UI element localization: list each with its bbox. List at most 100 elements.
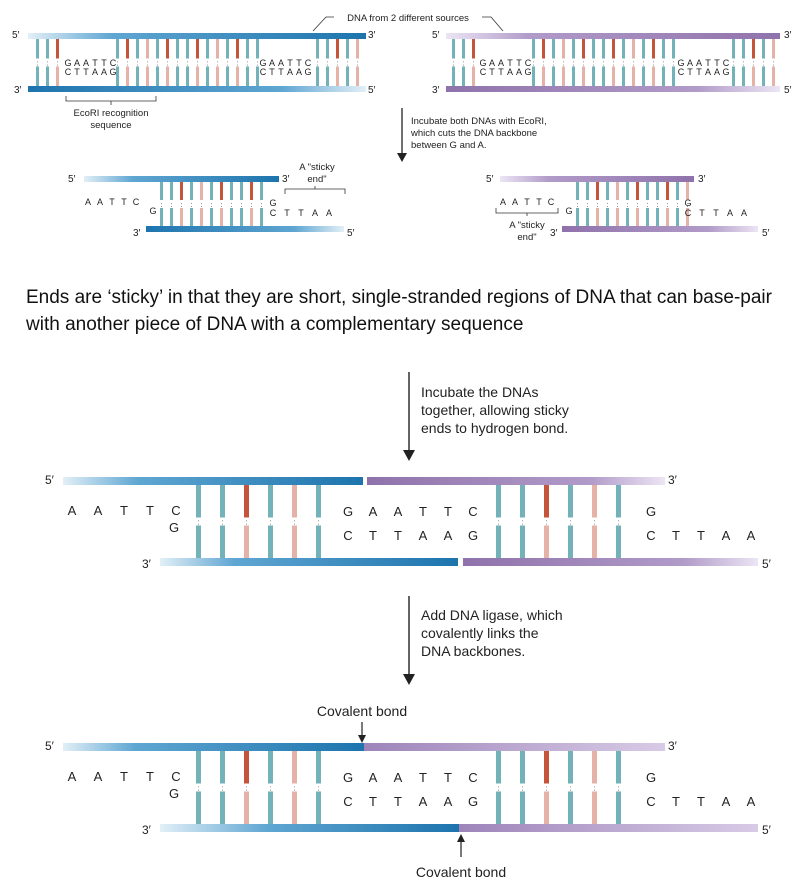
base-rung (246, 39, 249, 59)
ecori-base-bottom: T (74, 67, 80, 77)
base-rung (542, 39, 545, 59)
base-rung (336, 39, 339, 59)
three-prime-label: 3′ (668, 739, 678, 753)
hydrogen-bond-dots: : (181, 202, 183, 209)
base-rung (166, 66, 169, 86)
base-rung (772, 66, 775, 86)
hydrogen-bond-dots: : (246, 786, 248, 793)
top-strand-blue (63, 477, 363, 485)
base-rung (532, 39, 535, 59)
base-rung (160, 182, 163, 200)
hydrogen-bond-dots: : (473, 61, 475, 68)
base-rung (240, 182, 243, 200)
base-rung (166, 39, 169, 59)
hydrogen-bond-dots: : (318, 520, 320, 527)
hydrogen-bond-dots: : (222, 520, 224, 527)
hydrogen-bond-dots: : (127, 61, 129, 68)
base-rung (176, 66, 179, 86)
top-strand (84, 176, 279, 182)
ecori-base-top: C (468, 770, 477, 785)
hydrogen-bond-dots: : (633, 61, 635, 68)
ecori-base-top: T (714, 58, 720, 68)
three-prime-label: 3′ (142, 823, 152, 837)
recognition-label: EcoRI recognition (74, 108, 149, 119)
sticky-base-top: A (68, 769, 77, 784)
hydrogen-bond-dots: : (167, 61, 169, 68)
hydrogen-bond-dots: : (221, 202, 223, 209)
ecori-base-bottom: T (687, 67, 693, 77)
hydrogen-bond-dots: : (217, 61, 219, 68)
hydrogen-bond-dots: : (546, 520, 548, 527)
base-rung (632, 39, 635, 59)
hydrogen-bond-dots: : (257, 61, 259, 68)
ecori-base-bottom: G (304, 67, 311, 77)
step1-text: which cuts the DNA backbone (410, 128, 537, 139)
hydrogen-bond-dots: : (594, 520, 596, 527)
g-base: G (646, 770, 656, 785)
ecori-base-top: T (507, 58, 513, 68)
sticky-base-bottom: A (747, 794, 756, 809)
base-rung (244, 485, 249, 518)
ecori-base-bottom: C (480, 67, 487, 77)
base-rung (316, 791, 321, 824)
hydrogen-bond-dots: : (261, 202, 263, 209)
sticky-base-bottom: A (722, 794, 731, 809)
hydrogen-bond-dots: : (563, 61, 565, 68)
hydrogen-bond-dots: : (463, 61, 465, 68)
hydrogen-bond-dots: : (677, 202, 679, 209)
base-rung (200, 208, 203, 226)
base-rung (568, 485, 573, 518)
base-rung (742, 39, 745, 59)
bracket-icon (65, 96, 157, 105)
base-rung (336, 66, 339, 86)
ecori-base-bottom: G (109, 67, 116, 77)
dna-source-blue: 5′ 3′ 3′ 5′ (12, 30, 376, 96)
ecori-base-top: G (479, 58, 486, 68)
ecori-base-top: A (74, 58, 80, 68)
top-strand (500, 176, 694, 182)
base-rung (170, 208, 173, 226)
sticky-base-bottom: C (270, 208, 277, 218)
covalent-bond-label-top: Covalent bond (317, 703, 407, 719)
hydrogen-bond-dots: : (222, 786, 224, 793)
base-rung (520, 791, 525, 824)
base-rung (196, 791, 201, 824)
three-prime-label: 3′ (133, 228, 141, 239)
g-base: G (169, 520, 179, 535)
base-rung (356, 66, 359, 86)
base-rung (762, 66, 765, 86)
hydrogen-bond-dots: : (647, 202, 649, 209)
three-prime-label: 3′ (784, 30, 792, 41)
hydrogen-bond-dots: : (667, 202, 669, 209)
five-prime-label: 5′ (784, 85, 792, 96)
base-rung (260, 182, 263, 200)
three-prime-label: 3′ (698, 174, 706, 185)
hydrogen-bond-dots: : (57, 61, 59, 68)
hydrogen-bond-dots: : (211, 202, 213, 209)
base-rung (236, 39, 239, 59)
base-rung (250, 208, 253, 226)
step3-text: covalently links the (421, 625, 539, 641)
step2-text: together, allowing sticky (421, 402, 569, 418)
hydrogen-bond-dots: : (241, 202, 243, 209)
arrow-head (403, 450, 415, 461)
hydrogen-bond-dots: : (603, 61, 605, 68)
hydrogen-bond-dots: : (570, 520, 572, 527)
base-rung (568, 525, 573, 558)
base-rung (116, 39, 119, 59)
base-rung (642, 39, 645, 59)
hydrogen-bond-dots: : (618, 520, 620, 527)
five-prime-label: 5′ (762, 228, 770, 239)
base-rung (616, 525, 621, 558)
ecori-base-bottom: T (269, 67, 275, 77)
sticky-base-bottom: T (672, 794, 680, 809)
sticky-ends-explanation: Ends are ‘sticky’ in that they are short… (26, 287, 772, 335)
hydrogen-bond-dots: : (583, 61, 585, 68)
base-rung (170, 182, 173, 200)
base-rung (636, 208, 639, 226)
base-rung (496, 525, 501, 558)
base-rung (562, 66, 565, 86)
base-rung (316, 39, 319, 59)
five-prime-label: 5′ (12, 30, 20, 41)
ecori-base-top: A (394, 770, 403, 785)
